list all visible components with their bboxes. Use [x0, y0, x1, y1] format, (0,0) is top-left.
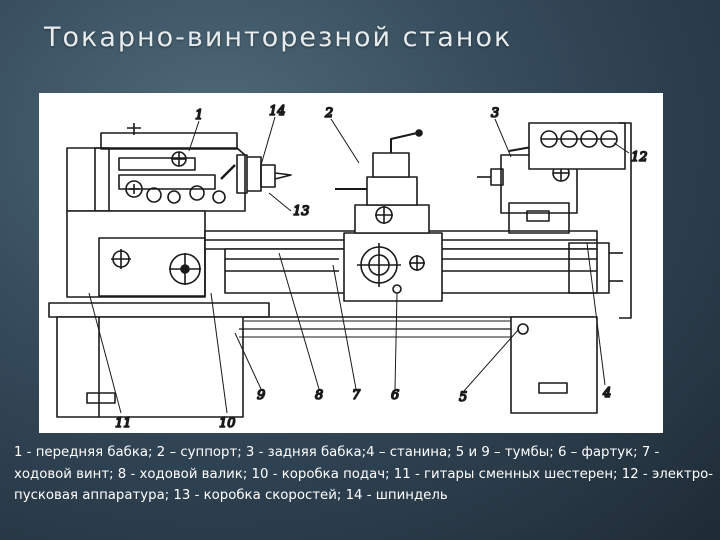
callout-11: 11	[115, 416, 132, 431]
slide-title: Токарно-винторезной станок	[44, 22, 513, 53]
callout-12: 12	[631, 150, 648, 165]
feed-gearbox	[66, 210, 245, 298]
left-pedestal	[56, 316, 244, 418]
callout-13: 13	[293, 204, 310, 219]
callout-10: 10	[219, 416, 236, 431]
callout-7: 7	[352, 388, 361, 403]
callout-1: 1	[195, 108, 203, 123]
diagram-caption: 1 - передняя бабка; 2 – суппорт; 3 - зад…	[14, 445, 714, 503]
carriage-apron	[335, 129, 443, 302]
right-pedestal	[510, 316, 598, 414]
callout-9: 9	[257, 388, 265, 403]
lathe-drawing: 1 14 2 3 12 13 4 5 6 7 8 9 10 11	[48, 103, 648, 432]
callout-5: 5	[459, 390, 467, 405]
callout-2: 2	[324, 106, 333, 121]
callout-3: 3	[491, 106, 499, 121]
callout-4: 4	[602, 386, 611, 401]
callout-leaders	[88, 116, 630, 414]
callout-14: 14	[269, 104, 286, 119]
lathe-diagram-panel: 1 14 2 3 12 13 4 5 6 7 8 9 10 11	[39, 93, 663, 433]
electrical-cabinet	[528, 122, 632, 319]
callout-6: 6	[391, 388, 399, 403]
headstock	[66, 123, 292, 212]
callout-8: 8	[315, 388, 323, 403]
